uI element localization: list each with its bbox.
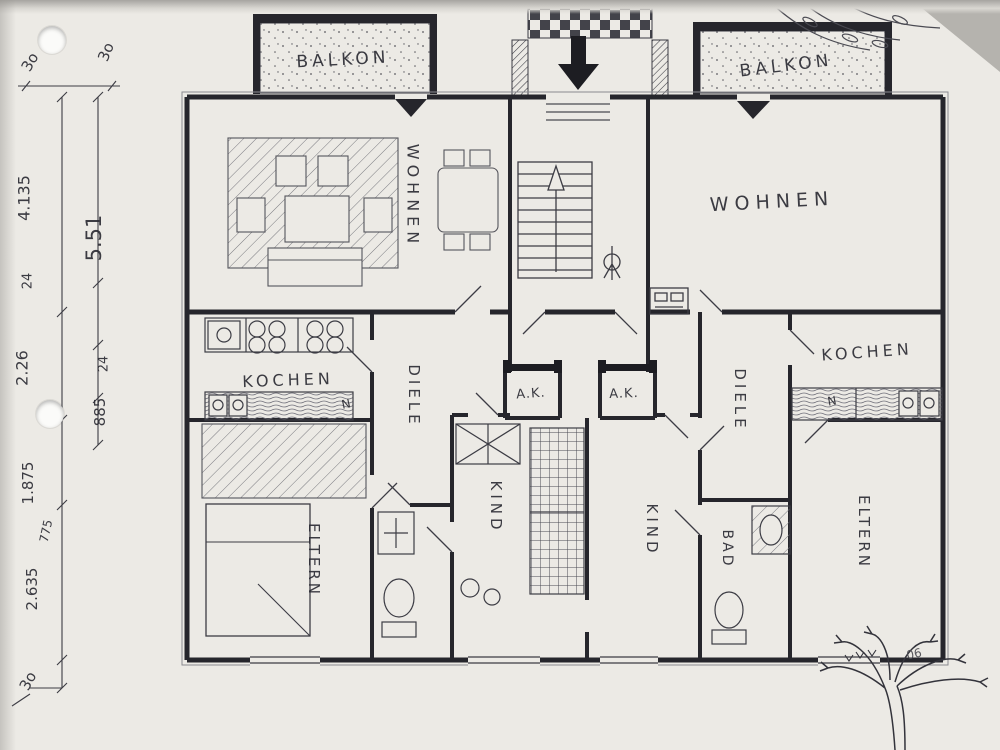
room-label-ak-right: A.K.	[609, 385, 639, 403]
room-label-wohnen-left: WOHNEN	[403, 143, 423, 249]
room-label-eltern-right: ELTERN	[855, 494, 873, 570]
punch-hole-top	[38, 26, 66, 54]
dim-label-1875: 1.875	[19, 461, 37, 505]
outer-walls	[184, 94, 946, 663]
punch-hole-middle	[36, 400, 64, 428]
living-room-left-furniture	[227, 137, 499, 287]
dim-label-551: 5.51	[82, 214, 106, 262]
room-label-ak-left: A.K.	[515, 385, 547, 403]
child-room-left-furniture	[455, 423, 585, 606]
ak-closet-lintels	[503, 360, 657, 373]
staircase	[517, 161, 689, 315]
room-label-kind-right: KIND	[643, 503, 661, 557]
bathroom-right-fixtures	[711, 505, 791, 645]
room-label-diele-right: DIELE	[731, 368, 749, 432]
bathroom-left-fixtures	[377, 511, 417, 638]
dimension-lines	[11, 80, 120, 707]
bottom-windows	[250, 653, 880, 667]
room-label-kind-left: KIND	[487, 480, 505, 534]
kitchen-left-fixtures	[204, 317, 354, 421]
balcony-left	[253, 14, 437, 117]
door-swings	[346, 285, 829, 553]
dim-label-885: 885	[91, 397, 109, 427]
kitchen-right-fixtures	[791, 387, 943, 421]
dim-label-24-b: 24	[96, 355, 112, 373]
entrance	[511, 0, 669, 121]
parents-room-left-furniture	[201, 423, 367, 637]
room-label-diele-left: DIELE	[405, 364, 423, 428]
dim-label-4135: 4.135	[14, 175, 34, 221]
room-label-eltern-left: ELTERN	[305, 522, 323, 598]
tree-sketch-bottom-right	[819, 625, 989, 750]
room-label-kochen-left: KOCHEN	[241, 368, 335, 392]
dim-label-24-a: 24	[20, 272, 36, 290]
dim-label-226: 2.26	[12, 350, 32, 386]
outer-wall-outline	[181, 91, 949, 666]
dim-label-2635: 2.635	[23, 567, 41, 611]
room-label-bad-right: BAD	[719, 529, 735, 569]
